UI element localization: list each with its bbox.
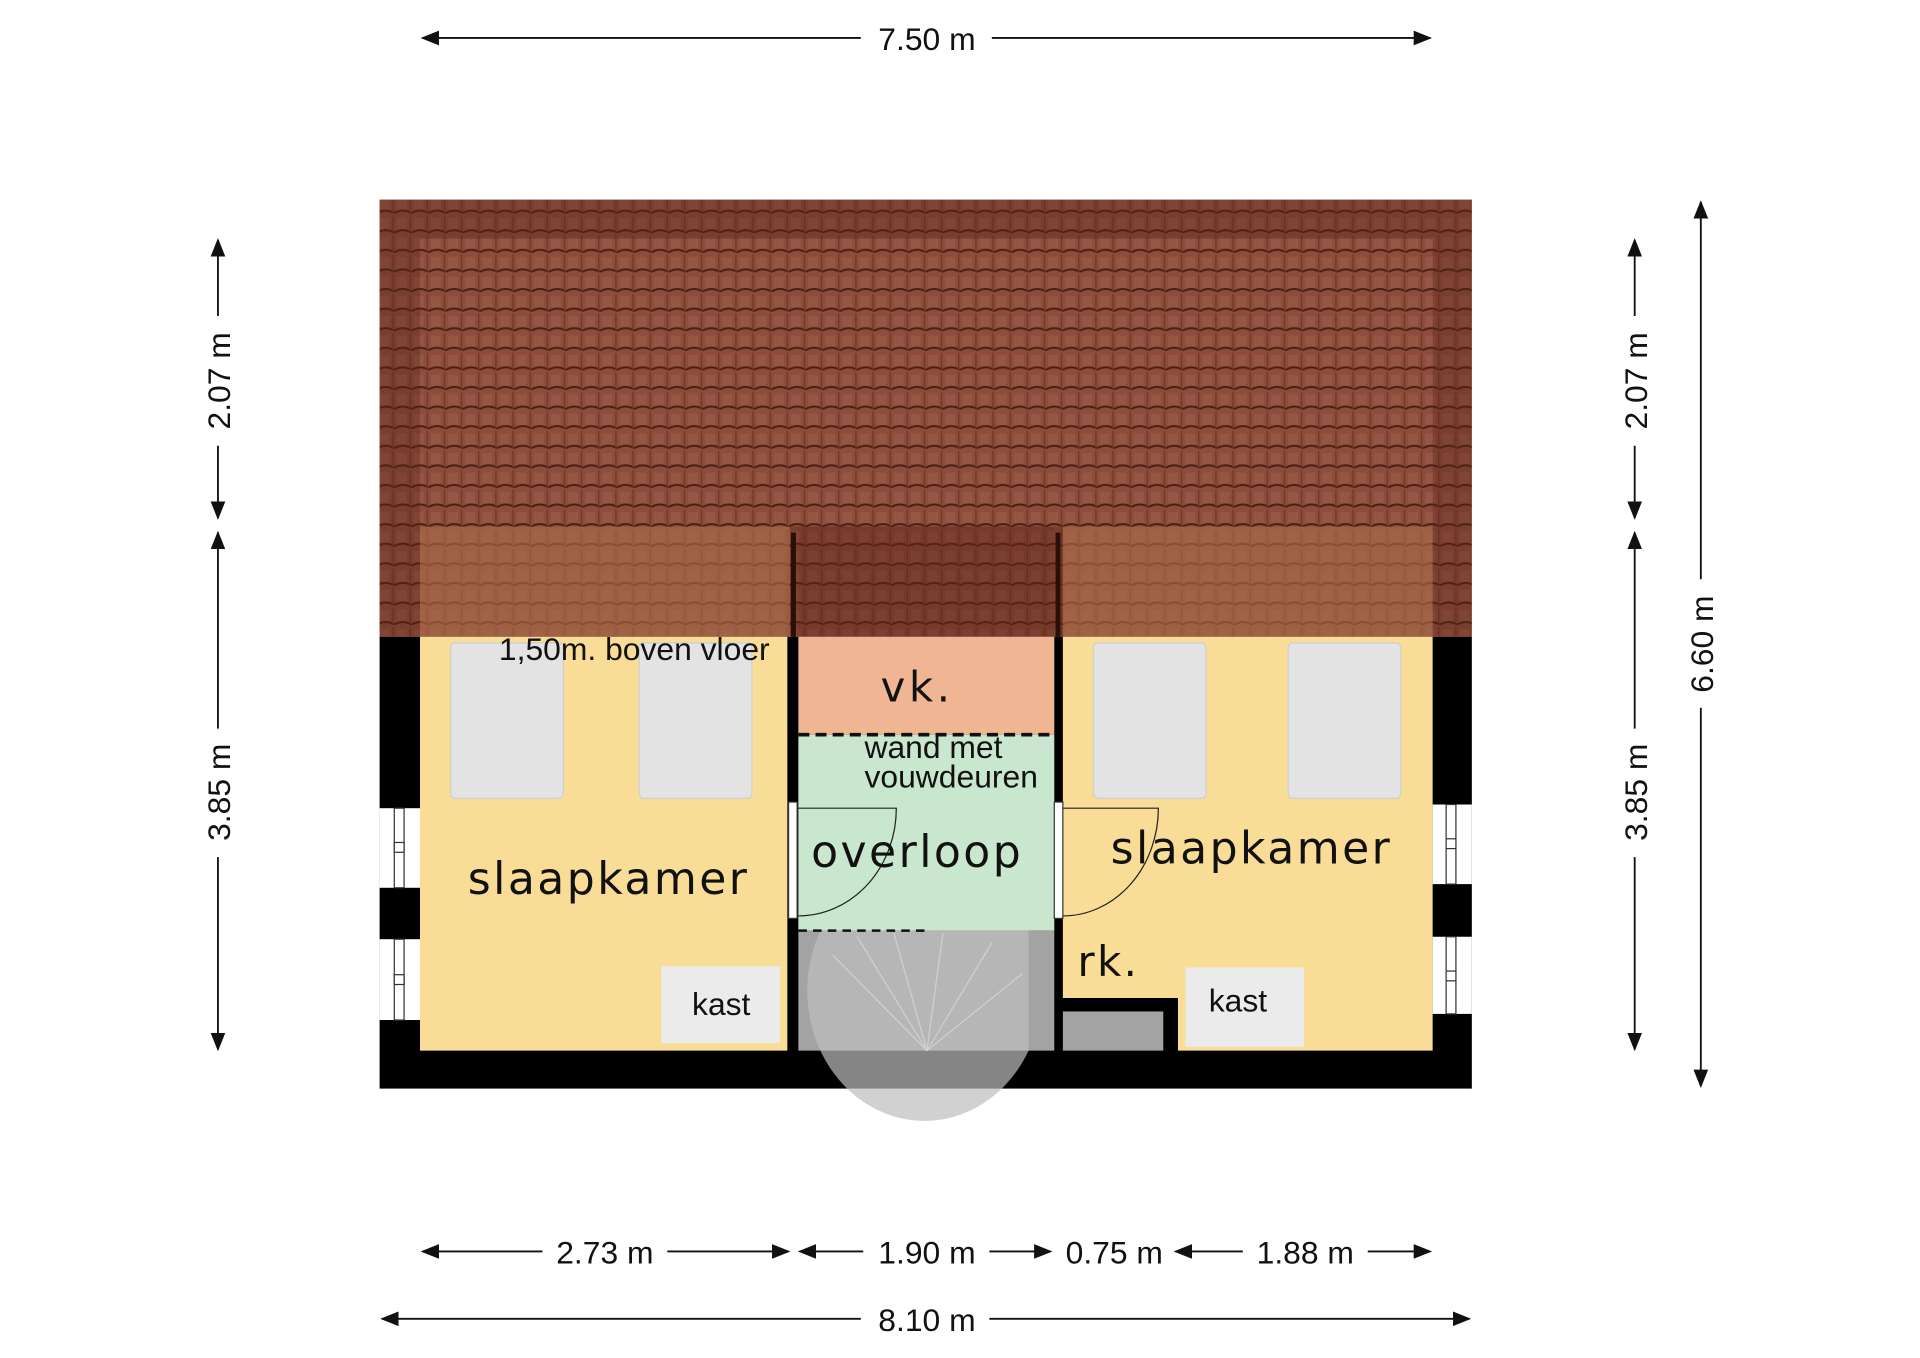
dim-top-width: 7.50 m <box>878 21 975 57</box>
beds <box>450 642 1402 799</box>
left-bedroom-label: slaapkamer <box>468 854 750 905</box>
dimension-lines <box>210 30 1709 1327</box>
dim-left-lower: 3.85 m <box>201 744 237 841</box>
dim-left-upper: 2.07 m <box>201 332 237 429</box>
stairs <box>798 930 1055 1121</box>
bed <box>450 642 564 799</box>
dim-bottom-1: 2.73 m <box>556 1235 653 1271</box>
folding-wall-label-1: wand met <box>863 729 1002 765</box>
dim-bottom-3: 0.75 m <box>1066 1235 1163 1271</box>
left-closet-label: kast <box>692 986 751 1022</box>
dim-right-upper: 2.07 m <box>1618 332 1654 429</box>
right-closet <box>1185 967 1305 1047</box>
windows <box>379 803 1472 1021</box>
dim-bottom-2: 1.90 m <box>878 1235 975 1271</box>
folding-wall-label-2: vouwdeuren <box>864 758 1037 794</box>
height-note: 1,50m. boven vloer <box>499 631 770 667</box>
right-closet-label: kast <box>1209 982 1268 1018</box>
landing-label: overloop <box>811 827 1023 878</box>
bed <box>1287 642 1402 799</box>
storage-floor <box>798 636 1055 735</box>
closet-room-floor <box>1062 1011 1164 1051</box>
storage-label: vk. <box>881 663 954 712</box>
left-closet <box>661 966 780 1044</box>
dim-right-total: 6.60 m <box>1684 595 1720 692</box>
bed <box>1092 642 1207 799</box>
right-door[interactable] <box>1053 801 1159 920</box>
roof <box>379 199 1472 637</box>
dim-bottom-4: 1.88 m <box>1257 1235 1354 1271</box>
right-bedroom-label: slaapkamer <box>1111 823 1393 874</box>
dim-right-lower: 3.85 m <box>1618 744 1654 841</box>
landing-floor <box>798 734 1055 931</box>
left-door[interactable] <box>787 801 897 920</box>
dim-bottom-total: 8.10 m <box>878 1302 975 1338</box>
bed <box>638 642 753 799</box>
closet-room-label: rk. <box>1078 937 1140 986</box>
